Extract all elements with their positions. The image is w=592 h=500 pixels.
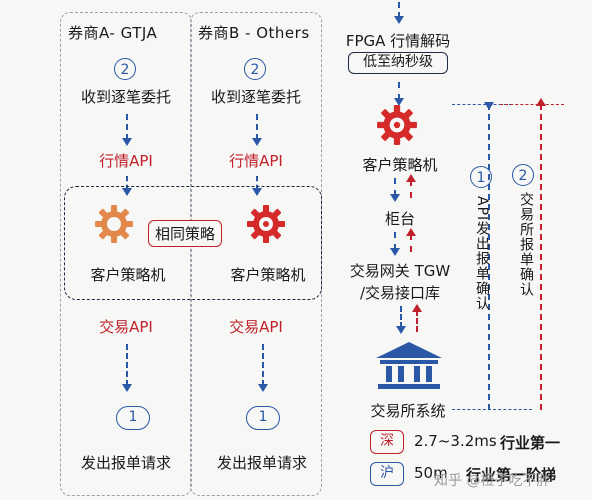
broker-a-title: 券商A- GTJA	[68, 24, 158, 42]
broker-a-panel	[60, 12, 192, 496]
exchange-confirm-num: 2	[512, 164, 534, 186]
arrow-client-to-counter	[390, 178, 400, 202]
arrow-counter-to-gateway	[390, 232, 400, 256]
step-2-badge-b: 2	[244, 58, 266, 80]
same-strategy-tag: 相同策略	[148, 220, 223, 247]
send-order-a: 发出报单请求	[80, 454, 171, 472]
step-1-badge-b: 1	[246, 406, 280, 430]
arrow-to-market-api-b	[252, 114, 262, 146]
api-confirm-num: 1	[470, 166, 492, 188]
legend-sz-value: 2.7~3.2ms	[414, 432, 497, 450]
trade-api-b: 交易API	[229, 318, 283, 336]
exchange-system: 交易所系统	[370, 402, 446, 420]
exchange-confirm-top-line	[500, 104, 564, 105]
arrow-gateway-to-exchange	[396, 306, 406, 334]
api-confirm-label: API发出报单确认	[474, 196, 490, 312]
client-strategy-b: 客户策略机	[230, 266, 306, 284]
step-2-badge-a: 2	[114, 58, 136, 80]
api-confirm-bottom-line	[452, 409, 532, 410]
market-api-b: 行情API	[229, 152, 283, 170]
gear-icon-red-right	[377, 105, 417, 145]
receive-order-a: 收到逐笔委托	[80, 88, 171, 106]
arrow-to-strategy-a	[122, 176, 132, 196]
gear-icon-orange	[95, 205, 133, 243]
watermark: 知乎 @橙子吃不胖	[434, 473, 551, 489]
arrow-to-send-b	[258, 344, 268, 392]
legend-sh-tag: 沪	[370, 462, 404, 486]
api-confirm-bracket	[484, 102, 494, 410]
legend-sh-value: 50m	[414, 464, 448, 482]
receive-order-b: 收到逐笔委托	[210, 88, 301, 106]
arrow-fpga-to-client	[394, 82, 404, 106]
exchange-confirm-bracket	[536, 98, 546, 410]
broker-b-title: 券商B - Others	[198, 24, 310, 42]
fpga-decode: FPGA 行情解码	[345, 32, 451, 50]
exchange-confirm-label: 交易所报单确认	[518, 192, 534, 297]
nano-latency-pill: 低至纳秒级	[348, 52, 448, 74]
arrow-to-market-api-a	[122, 114, 132, 146]
arrow-gateway-to-counter	[406, 228, 416, 252]
arrow-counter-to-client	[406, 174, 416, 198]
market-api-a: 行情API	[99, 152, 153, 170]
legend-sh-rank: 行业第一阶梯	[466, 466, 557, 484]
step-1-badge-a: 1	[116, 406, 150, 430]
bank-icon	[376, 342, 442, 389]
arrow-top-fpga	[394, 2, 404, 24]
send-order-b: 发出报单请求	[216, 454, 307, 472]
counter: 柜台	[384, 210, 415, 228]
client-strategy-right: 客户策略机	[362, 156, 438, 174]
gateway-line1: 交易网关 TGW	[349, 262, 451, 280]
same-strategy-box	[64, 186, 322, 300]
trade-api-a: 交易API	[99, 318, 153, 336]
api-confirm-top-line	[452, 104, 512, 105]
legend-sz-tag: 深	[370, 430, 404, 454]
gateway-line2: /交易接口库	[359, 284, 441, 302]
gear-icon-red	[247, 205, 285, 243]
legend-sz-rank: 行业第一	[500, 434, 561, 452]
arrow-to-send-a	[122, 344, 132, 392]
client-strategy-a: 客户策略机	[90, 266, 166, 284]
arrow-to-strategy-b	[252, 176, 262, 196]
arrow-exchange-to-gateway	[412, 304, 422, 332]
